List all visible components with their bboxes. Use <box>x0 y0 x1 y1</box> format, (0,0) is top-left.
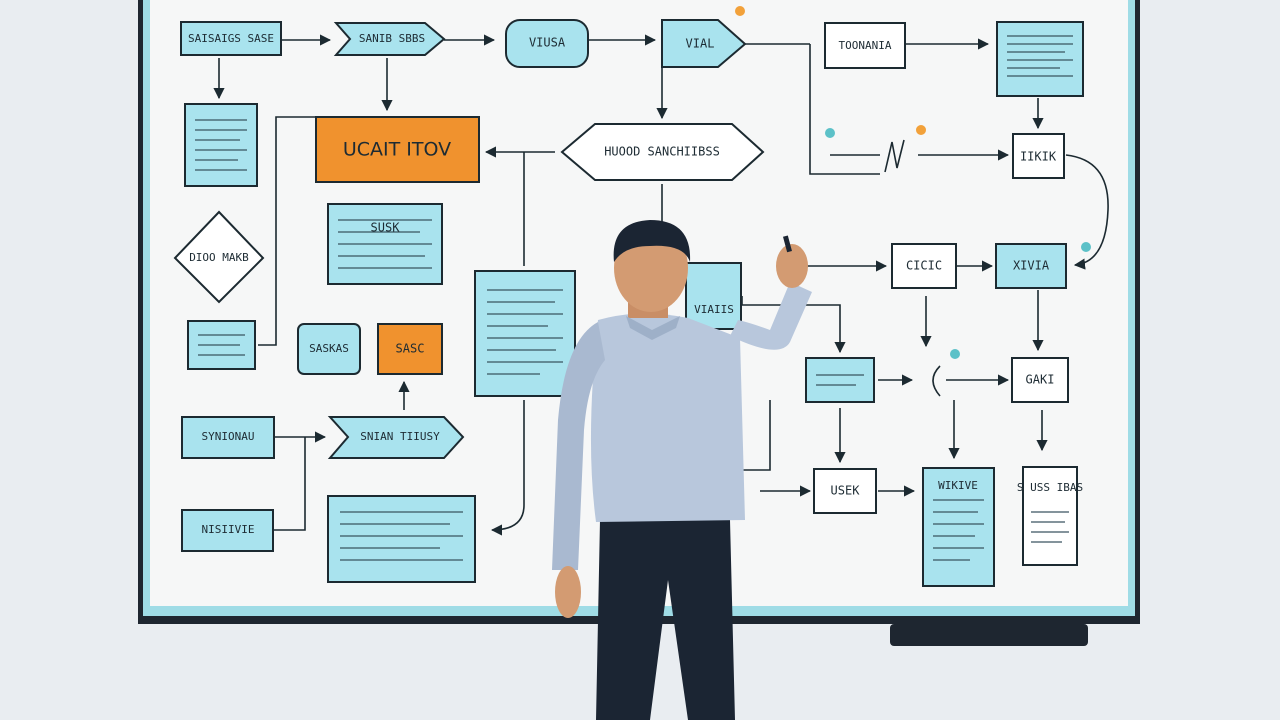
node-small-left[interactable] <box>187 320 256 370</box>
marker-tray <box>890 624 1088 646</box>
node-doc-center[interactable] <box>474 270 576 397</box>
node-viusa-label: VIUSA <box>529 36 566 50</box>
node-synionau-label: SYNIONAU <box>202 430 255 443</box>
node-usek[interactable]: USEK <box>813 468 877 514</box>
node-mid-right[interactable] <box>805 357 875 403</box>
node-wikive-label: WIKIVE <box>938 479 978 492</box>
node-usek-label: USEK <box>831 484 861 498</box>
node-sanib[interactable]: SANIB SBBS <box>333 22 446 56</box>
person-illustration <box>552 220 812 720</box>
node-vial[interactable]: VIAL <box>661 19 747 68</box>
node-toonania-label: TOONANIA <box>839 39 892 52</box>
node-saskas[interactable]: SASKAS <box>297 323 361 375</box>
node-ucait[interactable]: UCAIT ITOV <box>315 116 480 183</box>
node-doc-topright[interactable] <box>996 21 1084 97</box>
node-gaki-label: GAKI <box>1026 373 1055 387</box>
node-dioo-label: DIOO MAKB <box>189 251 249 264</box>
node-snian-label: SNIAN TIIUSY <box>360 430 440 443</box>
node-iikik-label: IIKIK <box>1020 150 1057 164</box>
node-nisiivie-label: NISIIVIE <box>202 523 255 536</box>
node-toonania[interactable]: TOONANIA <box>824 22 906 69</box>
node-synionau[interactable]: SYNIONAU <box>181 416 275 459</box>
node-dioo[interactable]: DIOO MAKB <box>173 210 265 304</box>
node-saisaigs-label: SAISAIGS SASE <box>188 32 274 45</box>
node-huood-label: HUOOD SANCHIIBSS <box>604 145 720 159</box>
node-wikive[interactable]: WIKIVE <box>922 467 995 587</box>
node-saisaigs[interactable]: SAISAIGS SASE <box>180 21 282 56</box>
node-sanib-label: SANIB SBBS <box>359 32 425 45</box>
node-cicic-label: CICIC <box>906 259 942 273</box>
edges <box>213 34 1109 536</box>
node-viusa[interactable]: VIUSA <box>505 19 589 68</box>
node-viaiis[interactable]: VIAIIS <box>685 262 742 330</box>
node-saskas-label: SASKAS <box>309 342 349 355</box>
node-xivia-label: XIVIA <box>1013 259 1050 273</box>
node-susk-label: SUSK <box>371 221 401 235</box>
decorative-dots <box>735 6 1091 359</box>
node-sasc-label: SASC <box>396 342 425 356</box>
node-nisiivie[interactable]: NISIIVIE <box>181 509 274 552</box>
node-gaki[interactable]: GAKI <box>1011 357 1069 403</box>
node-suss[interactable]: S USS IBAS <box>1017 466 1083 566</box>
node-snian[interactable]: SNIAN TIIUSY <box>327 416 465 459</box>
node-cicic[interactable]: CICIC <box>891 243 957 289</box>
node-susk[interactable]: SUSK <box>327 203 443 285</box>
node-doc-bottom[interactable] <box>327 495 476 583</box>
node-viaiis-label: VIAIIS <box>694 303 734 316</box>
node-doc-left[interactable] <box>184 103 258 187</box>
node-huood[interactable]: HUOOD SANCHIIBSS <box>560 123 765 181</box>
node-sasc[interactable]: SASC <box>377 323 443 375</box>
node-suss-label: S USS IBAS <box>1017 481 1083 494</box>
node-iikik[interactable]: IIKIK <box>1012 133 1065 179</box>
node-ucait-label: UCAIT ITOV <box>343 139 451 161</box>
node-vial-label: VIAL <box>686 37 715 51</box>
node-xivia[interactable]: XIVIA <box>995 243 1067 289</box>
